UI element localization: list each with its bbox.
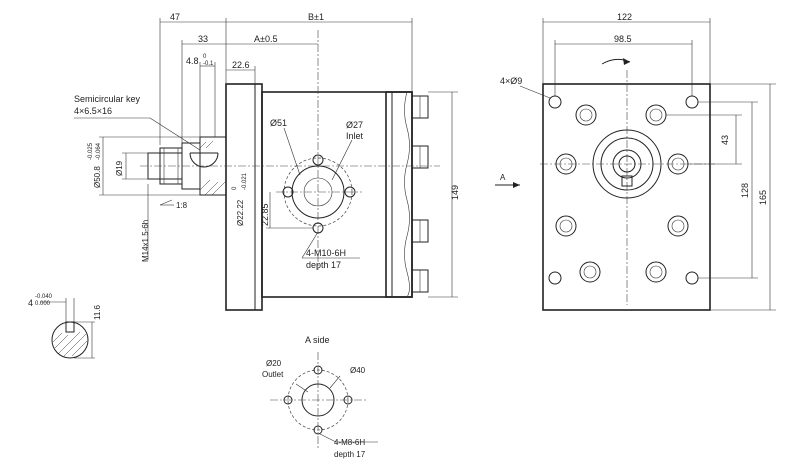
dim-d50-8-tol2: -0.064 <box>96 142 102 160</box>
dim-149: 149 <box>450 185 460 200</box>
dim-33: 33 <box>198 34 208 44</box>
dim-taper: 1:8 <box>176 201 188 210</box>
dim-d27: Ø27 <box>346 120 363 130</box>
dim-22-6: 22.6 <box>232 60 250 70</box>
label-key: Semicircular key <box>74 94 141 104</box>
dim-key-width-tol: -0.040 <box>35 294 53 300</box>
dim-43: 43 <box>720 135 730 145</box>
dim-m10-depth: depth 17 <box>306 260 341 270</box>
dim-d22-22: Ø22.22 <box>236 199 245 226</box>
shaft-section: 4 -0.040 0.000 11.6 <box>28 294 102 359</box>
dim-key-width-tol2: 0.000 <box>35 301 51 307</box>
dim-98-5: 98.5 <box>614 34 632 44</box>
dim-d22-22-tol2: -0.021 <box>242 172 248 190</box>
dim-165: 165 <box>758 190 768 205</box>
dim-122: 122 <box>617 12 632 22</box>
dim-4-8-tol2: -0.1 <box>203 61 214 67</box>
dim-d50-8-tol: -0.025 <box>88 142 94 160</box>
dim-d22-22-tol: 0 <box>232 186 238 190</box>
dim-b: B±1 <box>308 12 324 22</box>
dim-m8-depth: depth 17 <box>334 450 366 459</box>
label-a-side: A side <box>305 335 330 345</box>
dim-128: 128 <box>740 183 750 198</box>
front-view: A <box>495 58 715 311</box>
dim-d20: Ø20 <box>266 359 282 368</box>
front-view-dimensions: 122 98.5 4×Ø9 43 128 165 <box>500 12 776 311</box>
dim-22-85: 22.85 <box>260 203 270 226</box>
a-side-view: A side Ø20 Outlet Ø40 4-M8-6H depth 17 <box>262 335 378 459</box>
dim-m8: 4-M8-6H <box>334 438 365 447</box>
dim-d50-8: Ø50.8 <box>93 166 102 188</box>
dim-d40: Ø40 <box>350 366 366 375</box>
label-key-size: 4×6.5×16 <box>74 106 112 116</box>
dim-4-8-tol: 0 <box>203 54 207 60</box>
label-inlet: Inlet <box>346 131 364 141</box>
dim-m14: M14x1.5-6h <box>141 220 150 262</box>
dim-d51: Ø51 <box>270 118 287 128</box>
dim-d19: Ø19 <box>115 160 124 176</box>
dim-47: 47 <box>170 12 180 22</box>
dim-11-6: 11.6 <box>93 304 102 320</box>
side-view <box>140 30 440 311</box>
dim-4x9: 4×Ø9 <box>500 76 522 86</box>
dim-m10: 4-M10-6H <box>306 248 346 258</box>
dim-a: A±0.5 <box>254 34 277 44</box>
label-arrow-a: A <box>500 173 506 182</box>
dim-4-8: 4.8 <box>186 56 199 66</box>
dim-key-width: 4 <box>28 298 33 308</box>
side-view-dimensions: 47 B±1 33 A±0.5 4.8 0 -0.1 22.6 149 Ø51 <box>74 12 460 298</box>
label-outlet: Outlet <box>262 370 284 379</box>
